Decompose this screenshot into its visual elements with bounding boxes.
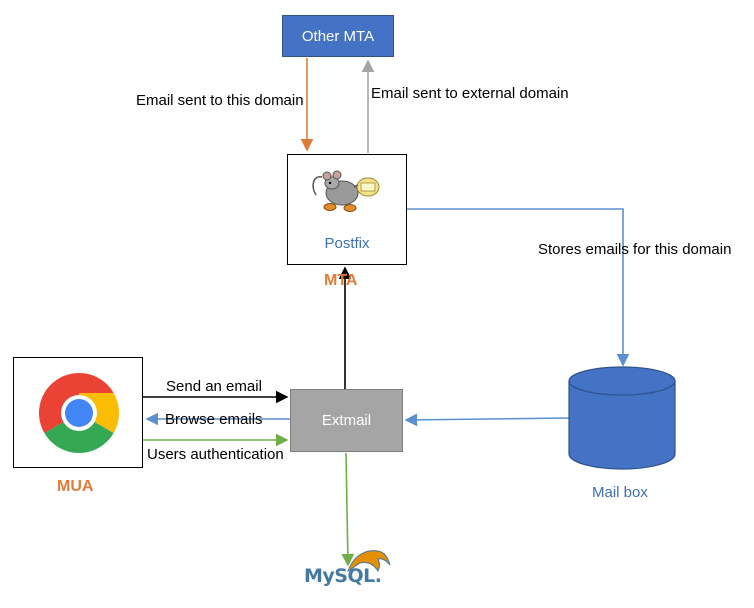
arrow-mailbox-to-extmail [404, 413, 571, 427]
mailbox-cylinder [568, 366, 676, 470]
mua-label: MUA [57, 478, 94, 495]
extmail-label: Extmail [321, 412, 372, 429]
label-users-auth: Users authentication [147, 446, 284, 463]
mysql-label: MySQL. [304, 565, 382, 587]
label-stores-emails: Stores emails for this domain [538, 241, 732, 258]
extmail-box: Extmail [290, 389, 403, 452]
other-mta-label: Other MTA [301, 27, 375, 45]
postfix-mouse-icon [312, 170, 380, 212]
chrome-browser-icon [39, 373, 119, 453]
postfix-label: Postfix [324, 235, 370, 252]
label-email-external: Email sent to external domain [371, 85, 569, 102]
mailbox-label: Mail box [592, 484, 648, 501]
mua-box [13, 357, 143, 468]
arrow-to-mysql [341, 452, 355, 567]
mysql-dolphin-icon [347, 550, 391, 573]
label-send-email: Send an email [166, 378, 262, 395]
label-browse-emails: Browse emails [165, 411, 263, 428]
mysql-logo: MySQL. [304, 545, 396, 595]
postfix-box: Postfix [287, 154, 407, 265]
arrow-to-mailbox [407, 208, 630, 367]
mta-label: MTA [324, 272, 358, 289]
other-mta-box: Other MTA [282, 15, 394, 57]
label-email-to-domain: Email sent to this domain [136, 92, 304, 109]
